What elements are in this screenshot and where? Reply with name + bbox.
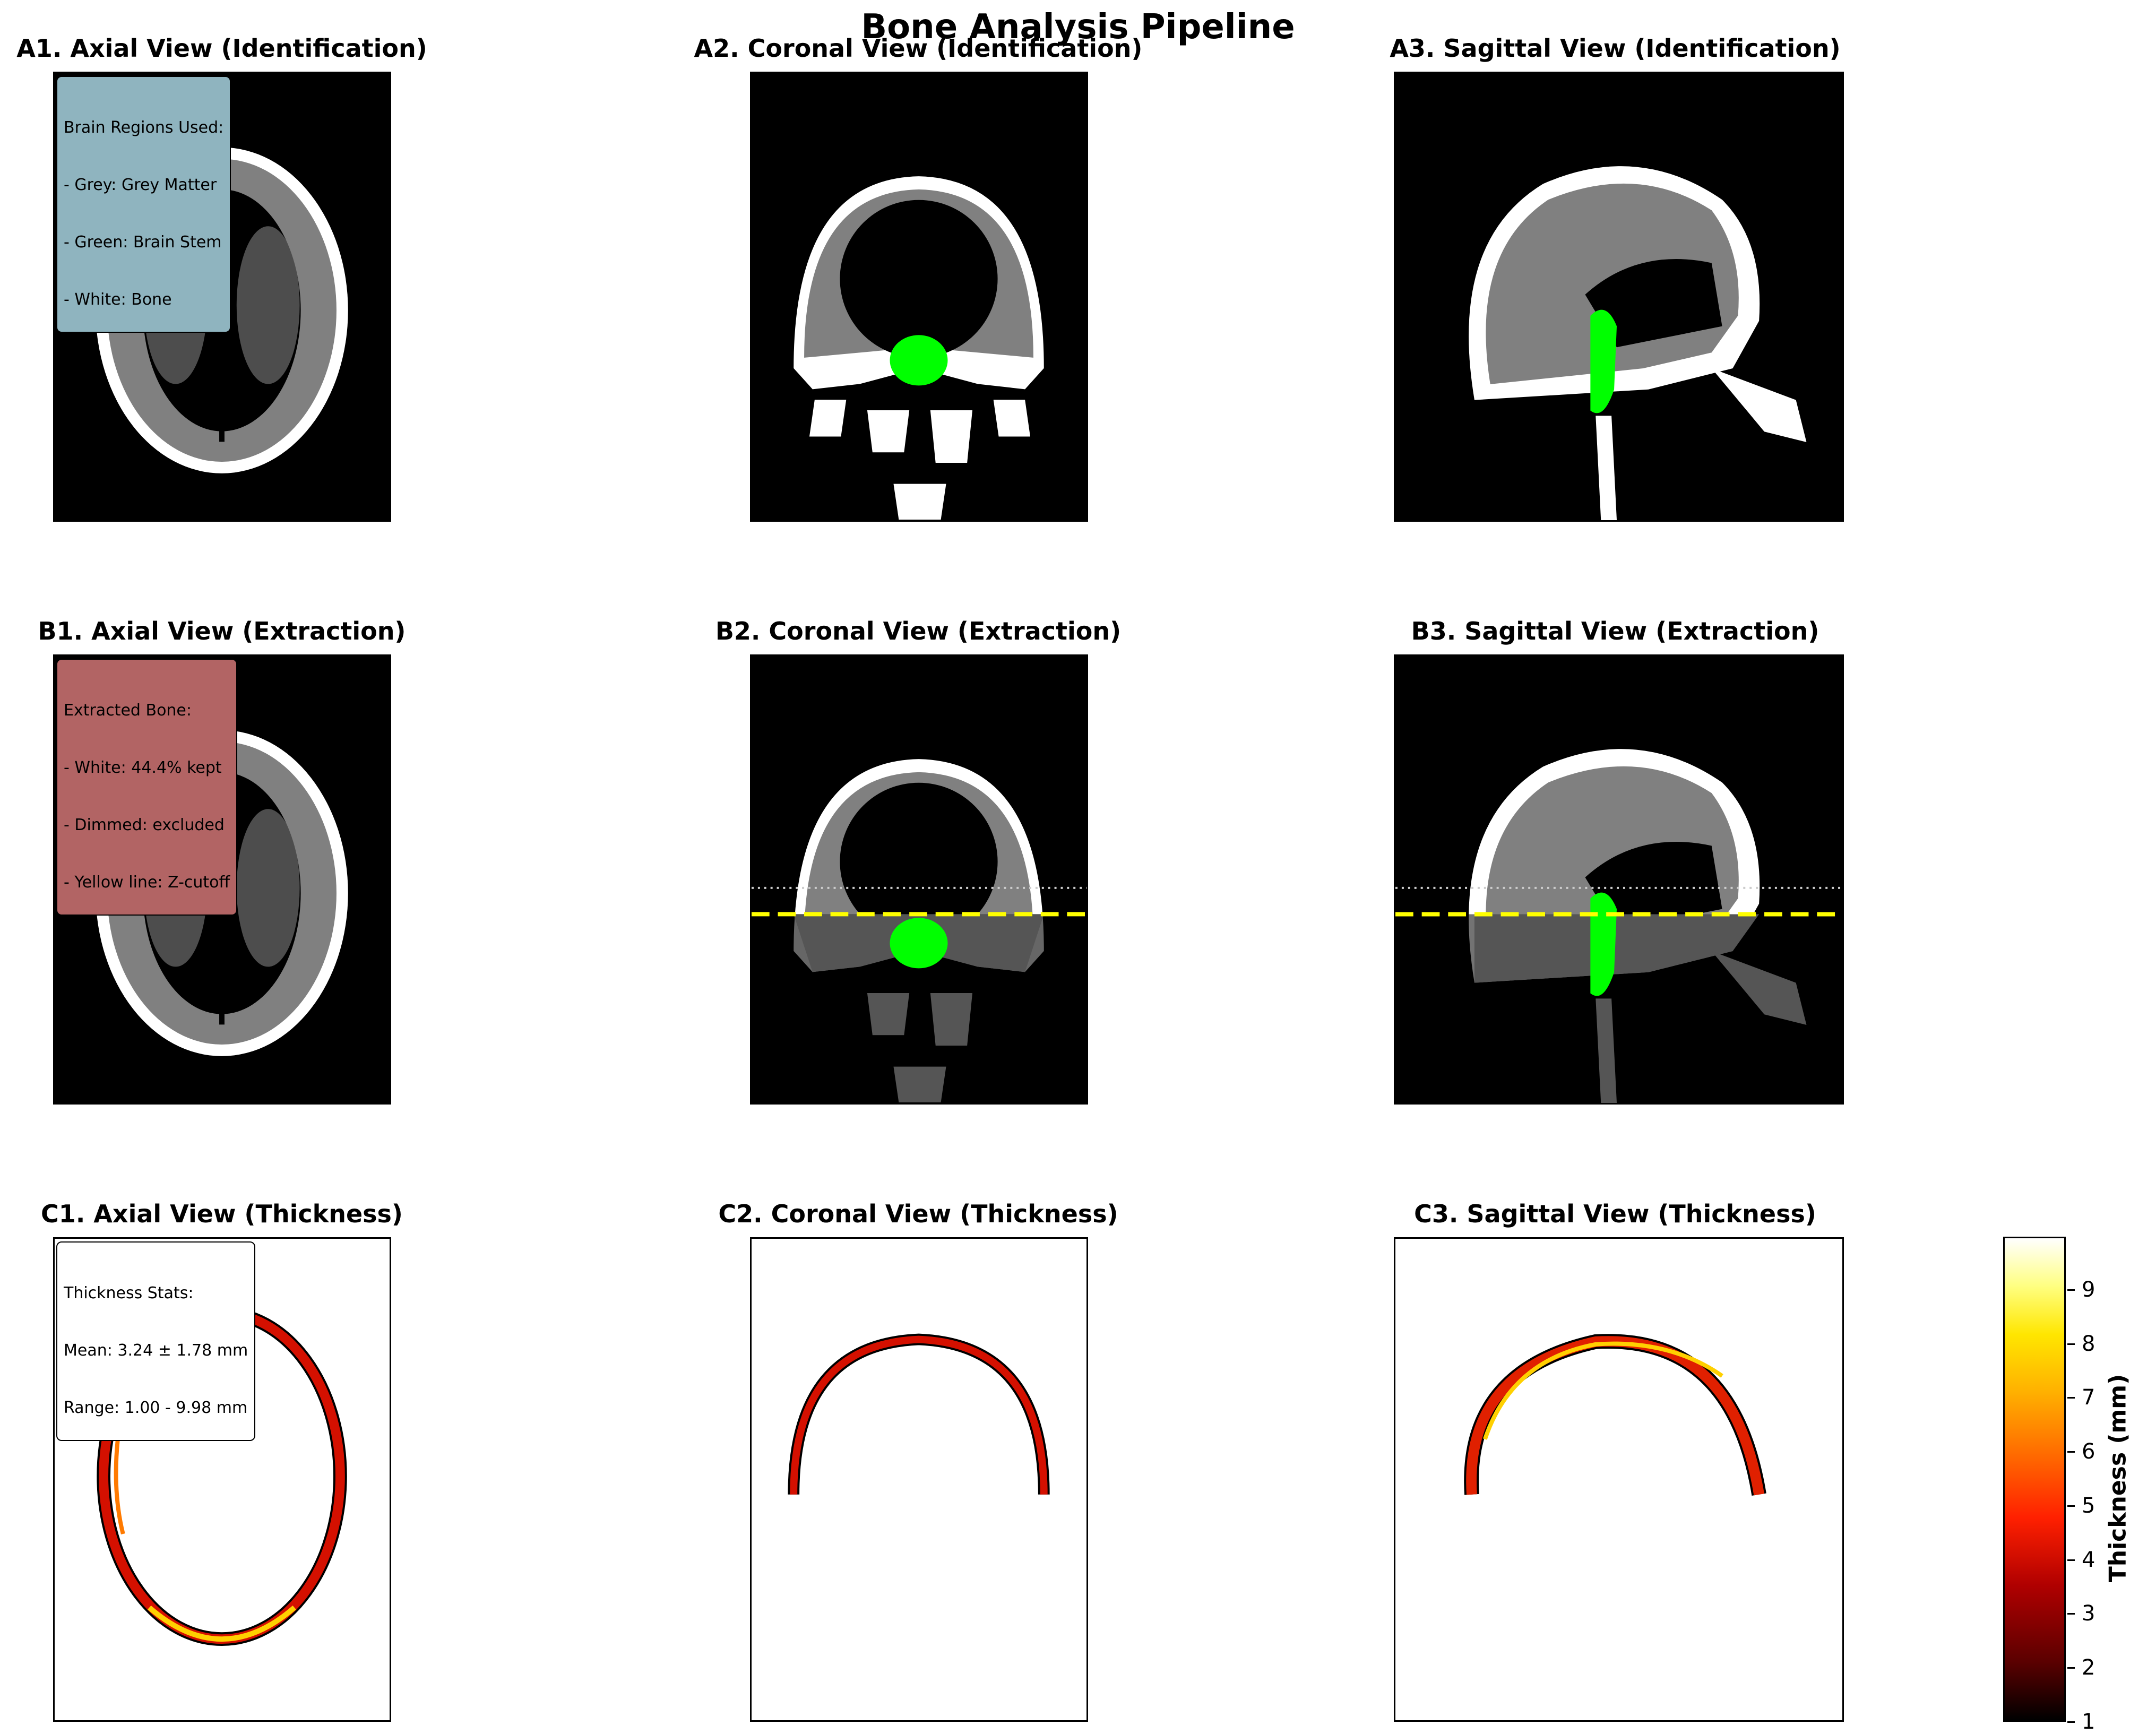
colorbar-tick	[2067, 1505, 2075, 1507]
panel-title-c3: C3. Sagittal View (Thickness)	[1414, 1200, 1816, 1228]
colorbar-tick	[2067, 1343, 2075, 1345]
panel-title-c1: C1. Axial View (Thickness)	[41, 1200, 403, 1228]
thickness-stats-legend: Thickness Stats: Mean: 3.24 ± 1.78 mm Ra…	[56, 1241, 256, 1441]
regions-legend: Brain Regions Used: - Grey: Grey Matter …	[56, 76, 231, 333]
coronal-extraction-image	[752, 759, 1086, 1103]
panel-b2-coronal-extraction	[750, 654, 1088, 1105]
panel-b3-sagittal-extraction	[1394, 654, 1844, 1105]
colorbar-tick	[2067, 1289, 2075, 1291]
panel-c3-sagittal-thickness	[1394, 1237, 1844, 1722]
colorbar-label: Thickness (mm)	[2104, 1374, 2132, 1583]
panel-title-c2: C2. Coronal View (Thickness)	[718, 1200, 1118, 1228]
colorbar-tick	[2067, 1397, 2075, 1399]
colorbar-tick-label: 4	[2082, 1547, 2095, 1572]
coronal-identification-image	[794, 176, 1044, 520]
panel-title-b1: B1. Axial View (Extraction)	[38, 617, 406, 645]
sagittal-thickness-map	[1464, 1334, 1766, 1496]
colorbar-tick-label: 7	[2082, 1385, 2095, 1410]
colorbar-tick	[2067, 1559, 2075, 1561]
sagittal-identification-image	[1469, 166, 1807, 520]
colorbar-tick	[2067, 1613, 2075, 1615]
coronal-thickness-map	[788, 1333, 1050, 1495]
colorbar-tick-label: 6	[2082, 1439, 2095, 1464]
panel-a3-sagittal-identification	[1394, 72, 1844, 522]
sagittal-extraction-image	[1395, 749, 1842, 1103]
panel-title-a2: A2. Coronal View (Identification)	[694, 34, 1143, 63]
colorbar-tick-label: 1	[2082, 1710, 2095, 1734]
colorbar-tick-label: 5	[2082, 1493, 2095, 1518]
figure-title: Bone Analysis Pipeline	[861, 7, 1295, 47]
panel-title-a1: A1. Axial View (Identification)	[16, 34, 427, 63]
colorbar-tick-label: 2	[2082, 1655, 2095, 1680]
colorbar-tick-label: 8	[2082, 1331, 2095, 1356]
colorbar-tick-label: 9	[2082, 1277, 2095, 1302]
panel-title-b3: B3. Sagittal View (Extraction)	[1411, 617, 1819, 645]
thickness-colorbar	[2003, 1237, 2066, 1722]
extraction-legend: Extracted Bone: - White: 44.4% kept - Di…	[56, 659, 238, 916]
colorbar-tick	[2067, 1451, 2075, 1453]
panel-c2-coronal-thickness	[750, 1237, 1088, 1722]
panel-a2-coronal-identification	[750, 72, 1088, 522]
colorbar-tick	[2067, 1667, 2075, 1669]
panel-title-a3: A3. Sagittal View (Identification)	[1390, 34, 1841, 63]
panel-title-b2: B2. Coronal View (Extraction)	[715, 617, 1122, 645]
colorbar-tick-label: 3	[2082, 1601, 2095, 1626]
colorbar-tick	[2067, 1721, 2075, 1723]
